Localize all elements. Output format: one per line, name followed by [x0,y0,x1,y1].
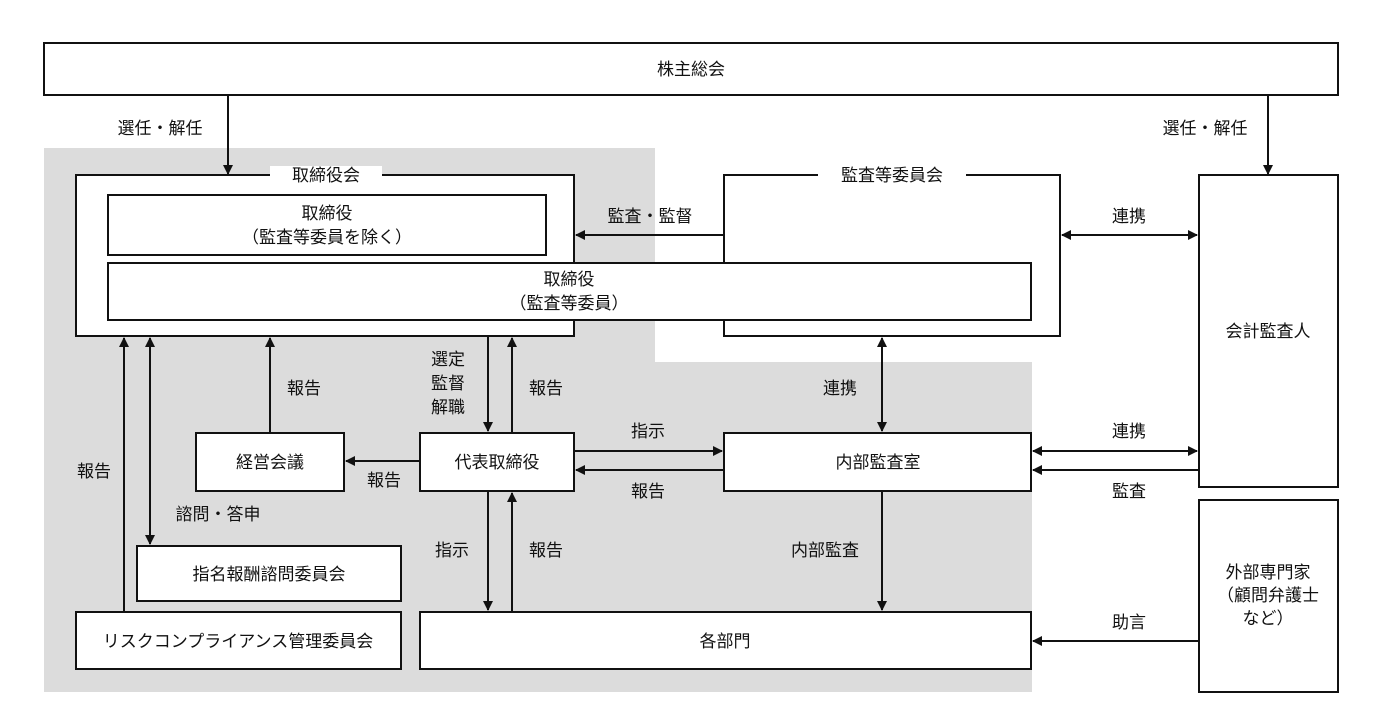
directors-audit-label: 取締役 [544,270,595,290]
label-cooperate-top: 連携 [1112,207,1146,227]
nomination-committee-label: 指名報酬諮問委員会 [193,565,346,585]
internal-audit-office-box [723,432,1032,492]
directors-excl-sub: （監査等委員を除く） [242,228,412,248]
external-experts-sub2: など） [1243,609,1294,629]
label-instruct-ia: 指示 [631,422,665,442]
label-elect-dismiss-right: 選任・解任 [1163,119,1248,139]
departments-label: 各部門 [700,632,751,652]
directors-excl-box [107,194,547,256]
directors-audit-box [107,262,1032,321]
external-experts-sub1: （顧問弁護士 [1217,586,1319,606]
shareholders-meeting-box [43,42,1339,96]
accounting-auditor-label: 会計監査人 [1226,322,1311,342]
departments-box [419,611,1032,670]
management-meeting-label: 経営会議 [236,453,304,473]
risk-committee-box [75,611,402,670]
label-report-dept: 報告 [529,541,563,561]
label-internal-audit: 内部監査 [791,541,859,561]
label-supervise: 監督 [431,374,465,394]
representative-director-box [419,432,575,492]
risk-committee-label: リスクコンプライアンス管理委員会 [103,632,373,652]
shareholders-meeting-label: 株主総会 [657,60,725,80]
accounting-auditor-box [1198,174,1339,488]
board-title: 取締役会 [292,166,360,186]
label-dismiss: 解職 [431,398,465,418]
audit-committee-title-gap [818,166,966,184]
label-cooperate-ia: 連携 [1112,422,1146,442]
label-select: 選定 [431,350,465,370]
label-elect-dismiss-left: 選任・解任 [118,119,203,139]
label-audit-right: 監査 [1112,482,1146,502]
label-instruct-dept: 指示 [435,541,469,561]
label-advice: 助言 [1112,613,1146,633]
representative-director-label: 代表取締役 [455,453,540,473]
nomination-committee-box [136,545,402,602]
label-report-mgmt: 報告 [367,471,401,491]
external-experts-label: 外部専門家 [1226,563,1311,583]
internal-audit-office-label: 内部監査室 [836,453,921,473]
label-consult-answer: 諮問・答申 [176,505,261,525]
audit-committee-title: 監査等委員会 [841,166,943,186]
label-report-ia: 報告 [631,482,665,502]
label-report-left: 報告 [77,462,111,482]
label-cooperate-mid: 連携 [823,379,857,399]
external-experts-box [1198,499,1339,693]
label-report-rep-up: 報告 [529,379,563,399]
directors-excl-label: 取締役 [302,204,353,224]
board-title-gap [270,166,382,184]
directors-audit-sub: （監査等委員） [510,294,629,314]
label-audit-supervise: 監査・監督 [608,207,693,227]
label-report-mgmt-up: 報告 [287,379,321,399]
